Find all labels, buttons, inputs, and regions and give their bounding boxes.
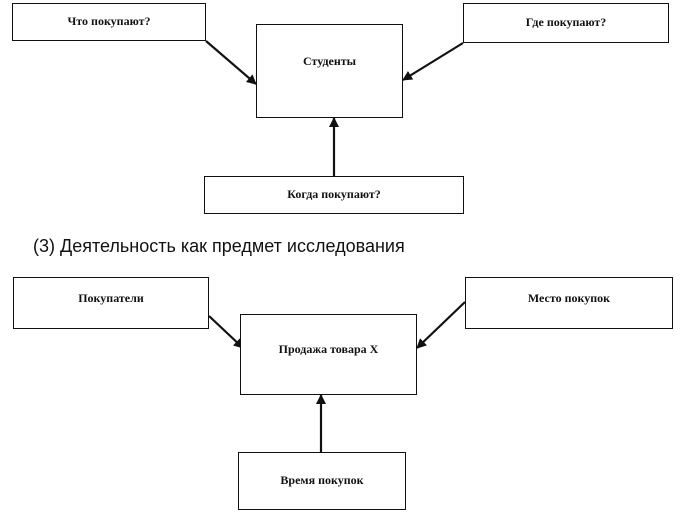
box-time-of-purchase: Время покупок [238,452,406,510]
box-buyers-label: Покупатели [78,291,144,305]
box-where-they-buy: Где покупают? [463,3,669,43]
box-students-label: Студенты [302,54,357,68]
box-product-sale-label: Продажа товара X [278,342,379,356]
box-what-they-buy: Что покупают? [12,3,206,41]
box-where-they-buy-label: Где покупают? [525,15,607,30]
box-product-sale: Продажа товара X [240,314,417,395]
arrow-what-to-students [205,40,257,85]
box-students: Студенты [256,24,403,118]
box-when-they-buy-label: Когда покупают? [287,187,381,202]
box-buyers: Покупатели [13,277,209,329]
box-time-of-purchase-label: Время покупок [280,473,364,488]
box-when-they-buy: Когда покупают? [204,176,464,214]
arrow-buyers-to-sale [208,315,244,349]
box-place-of-purchase: Место покупок [465,277,673,329]
box-what-they-buy-label: Что покупают? [67,14,151,29]
arrow-where-to-students [402,42,464,81]
section-caption: (3) Деятельность как предмет исследовани… [33,236,405,256]
box-place-of-purchase-label: Место покупок [527,291,611,305]
arrow-place-to-sale [416,301,466,349]
